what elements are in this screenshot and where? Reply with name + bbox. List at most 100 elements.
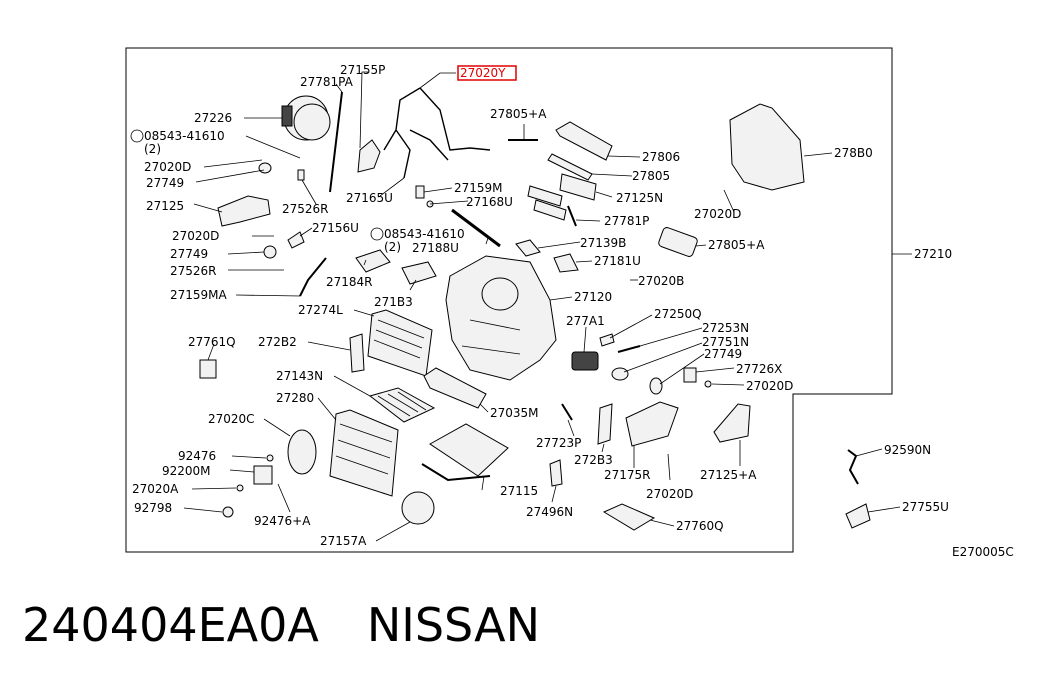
label-08543-41610-a[interactable]: 08543-41610 bbox=[144, 129, 225, 143]
label-27805[interactable]: 27805 bbox=[632, 169, 670, 183]
label-27115[interactable]: 27115 bbox=[500, 484, 538, 498]
label-27020c[interactable]: 27020C bbox=[208, 412, 255, 426]
clip-part-27526r bbox=[297, 169, 305, 181]
label-27726x[interactable]: 27726X bbox=[736, 362, 782, 376]
label-27020d-c[interactable]: 27020D bbox=[172, 229, 219, 243]
rod-part-27781pa bbox=[329, 91, 343, 193]
label-27805a-a[interactable]: 27805+A bbox=[490, 107, 547, 121]
label-qty-2-b: (2) bbox=[384, 240, 401, 254]
label-271b3[interactable]: 271B3 bbox=[374, 295, 413, 309]
label-27159ma[interactable]: 27159MA bbox=[170, 288, 228, 302]
label-92476a[interactable]: 92476+A bbox=[254, 514, 311, 528]
connector-part-27761q bbox=[199, 359, 217, 379]
brand-name: NISSAN bbox=[366, 598, 540, 652]
label-92476[interactable]: 92476 bbox=[178, 449, 216, 463]
label-27035m[interactable]: 27035M bbox=[490, 406, 539, 420]
label-27143n[interactable]: 27143N bbox=[276, 369, 323, 383]
label-08543-41610-b[interactable]: 08543-41610 bbox=[384, 227, 465, 241]
label-27184r[interactable]: 27184R bbox=[326, 275, 373, 289]
label-272b2[interactable]: 272B2 bbox=[258, 335, 297, 349]
part-27726x bbox=[683, 367, 697, 383]
label-27020b[interactable]: 27020B bbox=[638, 274, 684, 288]
sensor-part-27749-c bbox=[649, 377, 663, 395]
door-part-271b3 bbox=[401, 261, 437, 285]
seal-part-27035m bbox=[423, 367, 487, 409]
label-272b3[interactable]: 272B3 bbox=[574, 453, 613, 467]
label-27723p[interactable]: 27723P bbox=[536, 436, 581, 450]
label-27749-c[interactable]: 27749 bbox=[704, 347, 742, 361]
seal-part-27805a bbox=[658, 227, 698, 257]
duct-part-27125 bbox=[217, 195, 271, 227]
label-qty-2-a: (2) bbox=[144, 142, 161, 156]
sensor-part-27749 bbox=[258, 162, 272, 174]
part-92476 bbox=[266, 454, 274, 462]
bracket-part-272b2 bbox=[349, 333, 365, 373]
label-27781pa[interactable]: 27781PA bbox=[300, 75, 354, 89]
label-27526r-a[interactable]: 27526R bbox=[282, 202, 329, 216]
label-27751n[interactable]: 27751N bbox=[702, 335, 749, 349]
label-92798[interactable]: 92798 bbox=[134, 501, 172, 515]
bracket-part-27496n bbox=[549, 459, 563, 487]
actuator-part-277a1 bbox=[571, 351, 599, 371]
label-27188u[interactable]: 27188U bbox=[412, 241, 459, 255]
standard-part-s-icon-a bbox=[130, 129, 144, 143]
label-27020d-a[interactable]: 27020D bbox=[144, 160, 191, 174]
part-27159m bbox=[415, 185, 425, 199]
label-27226[interactable]: 27226 bbox=[194, 111, 232, 125]
label-27156u[interactable]: 27156U bbox=[312, 221, 359, 235]
label-27274l[interactable]: 27274L bbox=[298, 303, 343, 317]
label-92590n[interactable]: 92590N bbox=[884, 443, 931, 457]
hose-part-92590n bbox=[847, 449, 859, 485]
label-27806[interactable]: 27806 bbox=[642, 150, 680, 164]
label-27020d-b[interactable]: 27020D bbox=[694, 207, 741, 221]
wire-part-27159ma bbox=[299, 257, 327, 297]
label-27139b[interactable]: 27139B bbox=[580, 236, 626, 250]
label-277a1[interactable]: 277A1 bbox=[566, 314, 605, 328]
duct-part-27175r bbox=[625, 401, 679, 447]
label-27125a[interactable]: 27125+A bbox=[700, 468, 757, 482]
label-27165u[interactable]: 27165U bbox=[346, 191, 393, 205]
label-92200m[interactable]: 92200M bbox=[162, 464, 211, 478]
label-27210[interactable]: 27210 bbox=[914, 247, 952, 261]
label-278b0[interactable]: 278B0 bbox=[834, 146, 873, 160]
label-27761q[interactable]: 27761Q bbox=[188, 335, 236, 349]
label-27250q[interactable]: 27250Q bbox=[654, 307, 702, 321]
label-27749-a[interactable]: 27749 bbox=[146, 176, 184, 190]
part-labels: 27155P 27781PA 27020Y 27226 08543-41610 … bbox=[132, 63, 1014, 559]
part-27020c bbox=[287, 429, 317, 475]
label-27168u[interactable]: 27168U bbox=[466, 195, 513, 209]
label-27175r[interactable]: 27175R bbox=[604, 468, 651, 482]
duct-part-27125a bbox=[713, 403, 751, 443]
harness-part-27020y bbox=[383, 87, 491, 179]
link-part-27781p bbox=[567, 205, 577, 227]
label-27749-b[interactable]: 27749 bbox=[170, 247, 208, 261]
label-27781p[interactable]: 27781P bbox=[604, 214, 649, 228]
label-27526r-b[interactable]: 27526R bbox=[170, 264, 217, 278]
label-27125n[interactable]: 27125N bbox=[616, 191, 663, 205]
label-27181u[interactable]: 27181U bbox=[594, 254, 641, 268]
label-27755u[interactable]: 27755U bbox=[902, 500, 949, 514]
label-27805a-b[interactable]: 27805+A bbox=[708, 238, 765, 252]
label-27280[interactable]: 27280 bbox=[276, 391, 314, 405]
part-27250q bbox=[599, 333, 615, 347]
label-27159m[interactable]: 27159M bbox=[454, 181, 503, 195]
evaporator-part-27274l bbox=[367, 309, 433, 377]
label-27157a[interactable]: 27157A bbox=[320, 534, 367, 548]
module-part-27760q bbox=[602, 503, 656, 531]
valve-part-92200m bbox=[253, 465, 273, 485]
part-92798 bbox=[222, 506, 234, 518]
label-27155p[interactable]: 27155P bbox=[340, 63, 385, 77]
part-27755u bbox=[845, 503, 871, 529]
label-27020a[interactable]: 27020A bbox=[132, 482, 179, 496]
label-27496n[interactable]: 27496N bbox=[526, 505, 573, 519]
bar-part-27188u bbox=[451, 208, 501, 248]
label-27020d-e[interactable]: 27020D bbox=[646, 487, 693, 501]
label-27760q[interactable]: 27760Q bbox=[676, 519, 724, 533]
label-27020d-d[interactable]: 27020D bbox=[746, 379, 793, 393]
label-27020y[interactable]: 27020Y bbox=[460, 66, 506, 80]
part-27139b bbox=[515, 239, 541, 257]
label-27253n[interactable]: 27253N bbox=[702, 321, 749, 335]
label-27120[interactable]: 27120 bbox=[574, 290, 612, 304]
label-27125[interactable]: 27125 bbox=[146, 199, 184, 213]
